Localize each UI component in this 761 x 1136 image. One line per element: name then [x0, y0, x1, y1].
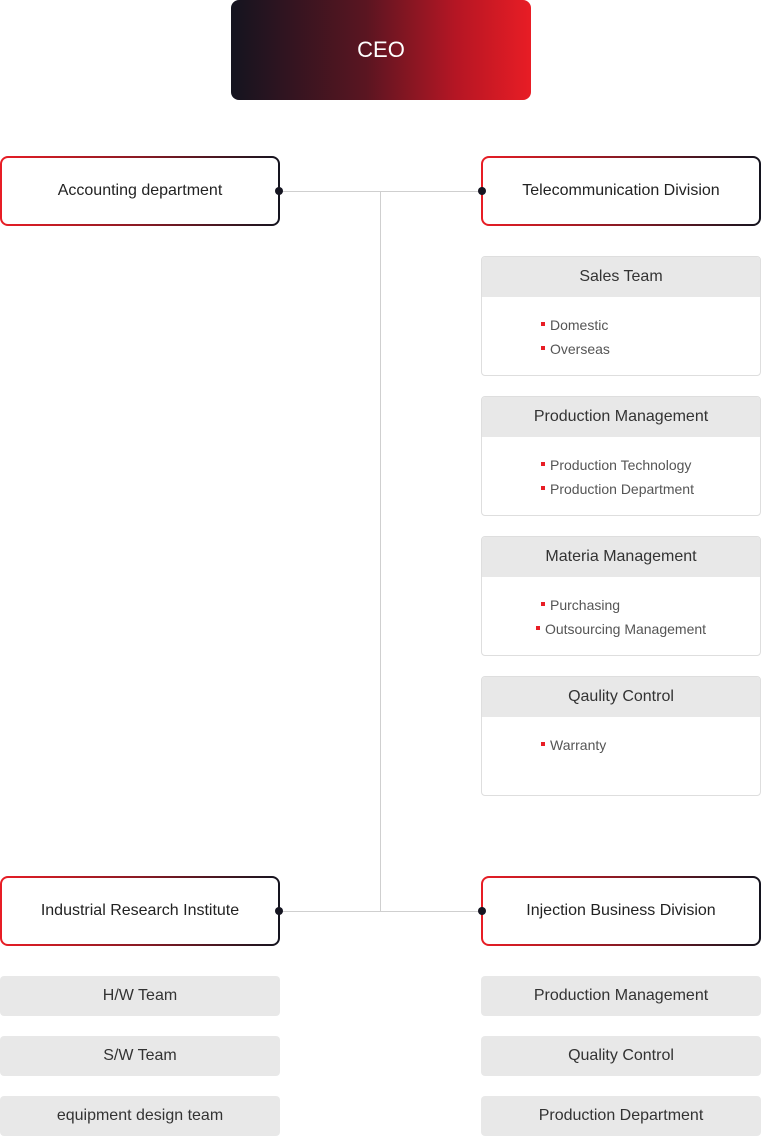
sales-team-title: Sales Team	[482, 257, 760, 297]
injection-production-management-pill: Production Management	[481, 976, 761, 1016]
hw-team-pill: H/W Team	[0, 976, 280, 1016]
bullet-icon	[541, 345, 545, 350]
hw-team-label: H/W Team	[102, 987, 178, 1004]
production-management-card: Production Management Production Technol…	[481, 396, 761, 516]
list-item: Domestic	[541, 313, 701, 337]
list-item: Overseas	[541, 337, 701, 361]
telecommunication-division-label: Telecommunication Division	[522, 182, 720, 199]
ceo-box: CEO	[231, 0, 531, 100]
materia-management-card: Materia Management Purchasing Outsourcin…	[481, 536, 761, 656]
list-item-label: Overseas	[550, 341, 610, 357]
injection-business-division-label: Injection Business Division	[526, 902, 716, 919]
injection-business-division-box: Injection Business Division	[481, 876, 761, 946]
quality-control-list: Warranty	[482, 733, 760, 757]
list-item: Purchasing	[541, 593, 701, 617]
quality-control-card: Qaulity Control Warranty	[481, 676, 761, 796]
equipment-design-team-label: equipment design team	[56, 1107, 224, 1124]
top-connector-line	[279, 191, 482, 192]
list-item-label: Warranty	[550, 737, 607, 753]
list-item-label: Outsourcing Management	[544, 621, 707, 637]
injection-production-management-label: Production Management	[533, 987, 709, 1004]
list-item: Production Department	[541, 477, 701, 501]
bullet-icon	[535, 625, 540, 630]
sales-team-card: Sales Team Domestic Overseas	[481, 256, 761, 376]
accounting-department-box: Accounting department	[0, 156, 280, 226]
injection-quality-control-label: Quality Control	[568, 1047, 674, 1064]
connector-dot	[275, 907, 283, 915]
injection-quality-control-pill: Quality Control	[481, 1036, 761, 1076]
ceo-label: CEO	[357, 37, 405, 62]
bottom-connector-line	[279, 911, 482, 912]
trunk-connector-line	[380, 191, 381, 911]
sales-team-list: Domestic Overseas	[482, 313, 760, 361]
bullet-icon	[541, 485, 545, 490]
materia-management-title: Materia Management	[482, 537, 760, 577]
bullet-icon	[541, 461, 545, 466]
list-item-label: Production Technology	[550, 457, 692, 473]
connector-dot	[275, 187, 283, 195]
equipment-design-team-pill: equipment design team	[0, 1096, 280, 1136]
telecommunication-division-box: Telecommunication Division	[481, 156, 761, 226]
materia-management-list: Purchasing Outsourcing Management	[482, 593, 760, 641]
list-item: Outsourcing Management	[535, 617, 707, 641]
list-item-label: Purchasing	[550, 597, 621, 613]
production-management-list: Production Technology Production Departm…	[482, 453, 760, 501]
industrial-research-institute-box: Industrial Research Institute	[0, 876, 280, 946]
bullet-icon	[541, 601, 545, 606]
accounting-department-label: Accounting department	[57, 182, 223, 199]
connector-dot	[478, 907, 486, 915]
connector-dot	[478, 187, 486, 195]
production-management-title: Production Management	[482, 397, 760, 437]
sw-team-label: S/W Team	[103, 1047, 177, 1064]
bullet-icon	[541, 741, 545, 746]
list-item-label: Domestic	[550, 317, 609, 333]
list-item: Warranty	[541, 733, 701, 757]
bullet-icon	[541, 321, 545, 326]
sw-team-pill: S/W Team	[0, 1036, 280, 1076]
industrial-research-institute-label: Industrial Research Institute	[40, 902, 240, 919]
list-item: Production Technology	[541, 453, 701, 477]
list-item-label: Production Department	[550, 481, 694, 497]
injection-production-department-label: Production Department	[538, 1107, 704, 1124]
injection-production-department-pill: Production Department	[481, 1096, 761, 1136]
quality-control-title: Qaulity Control	[482, 677, 760, 717]
